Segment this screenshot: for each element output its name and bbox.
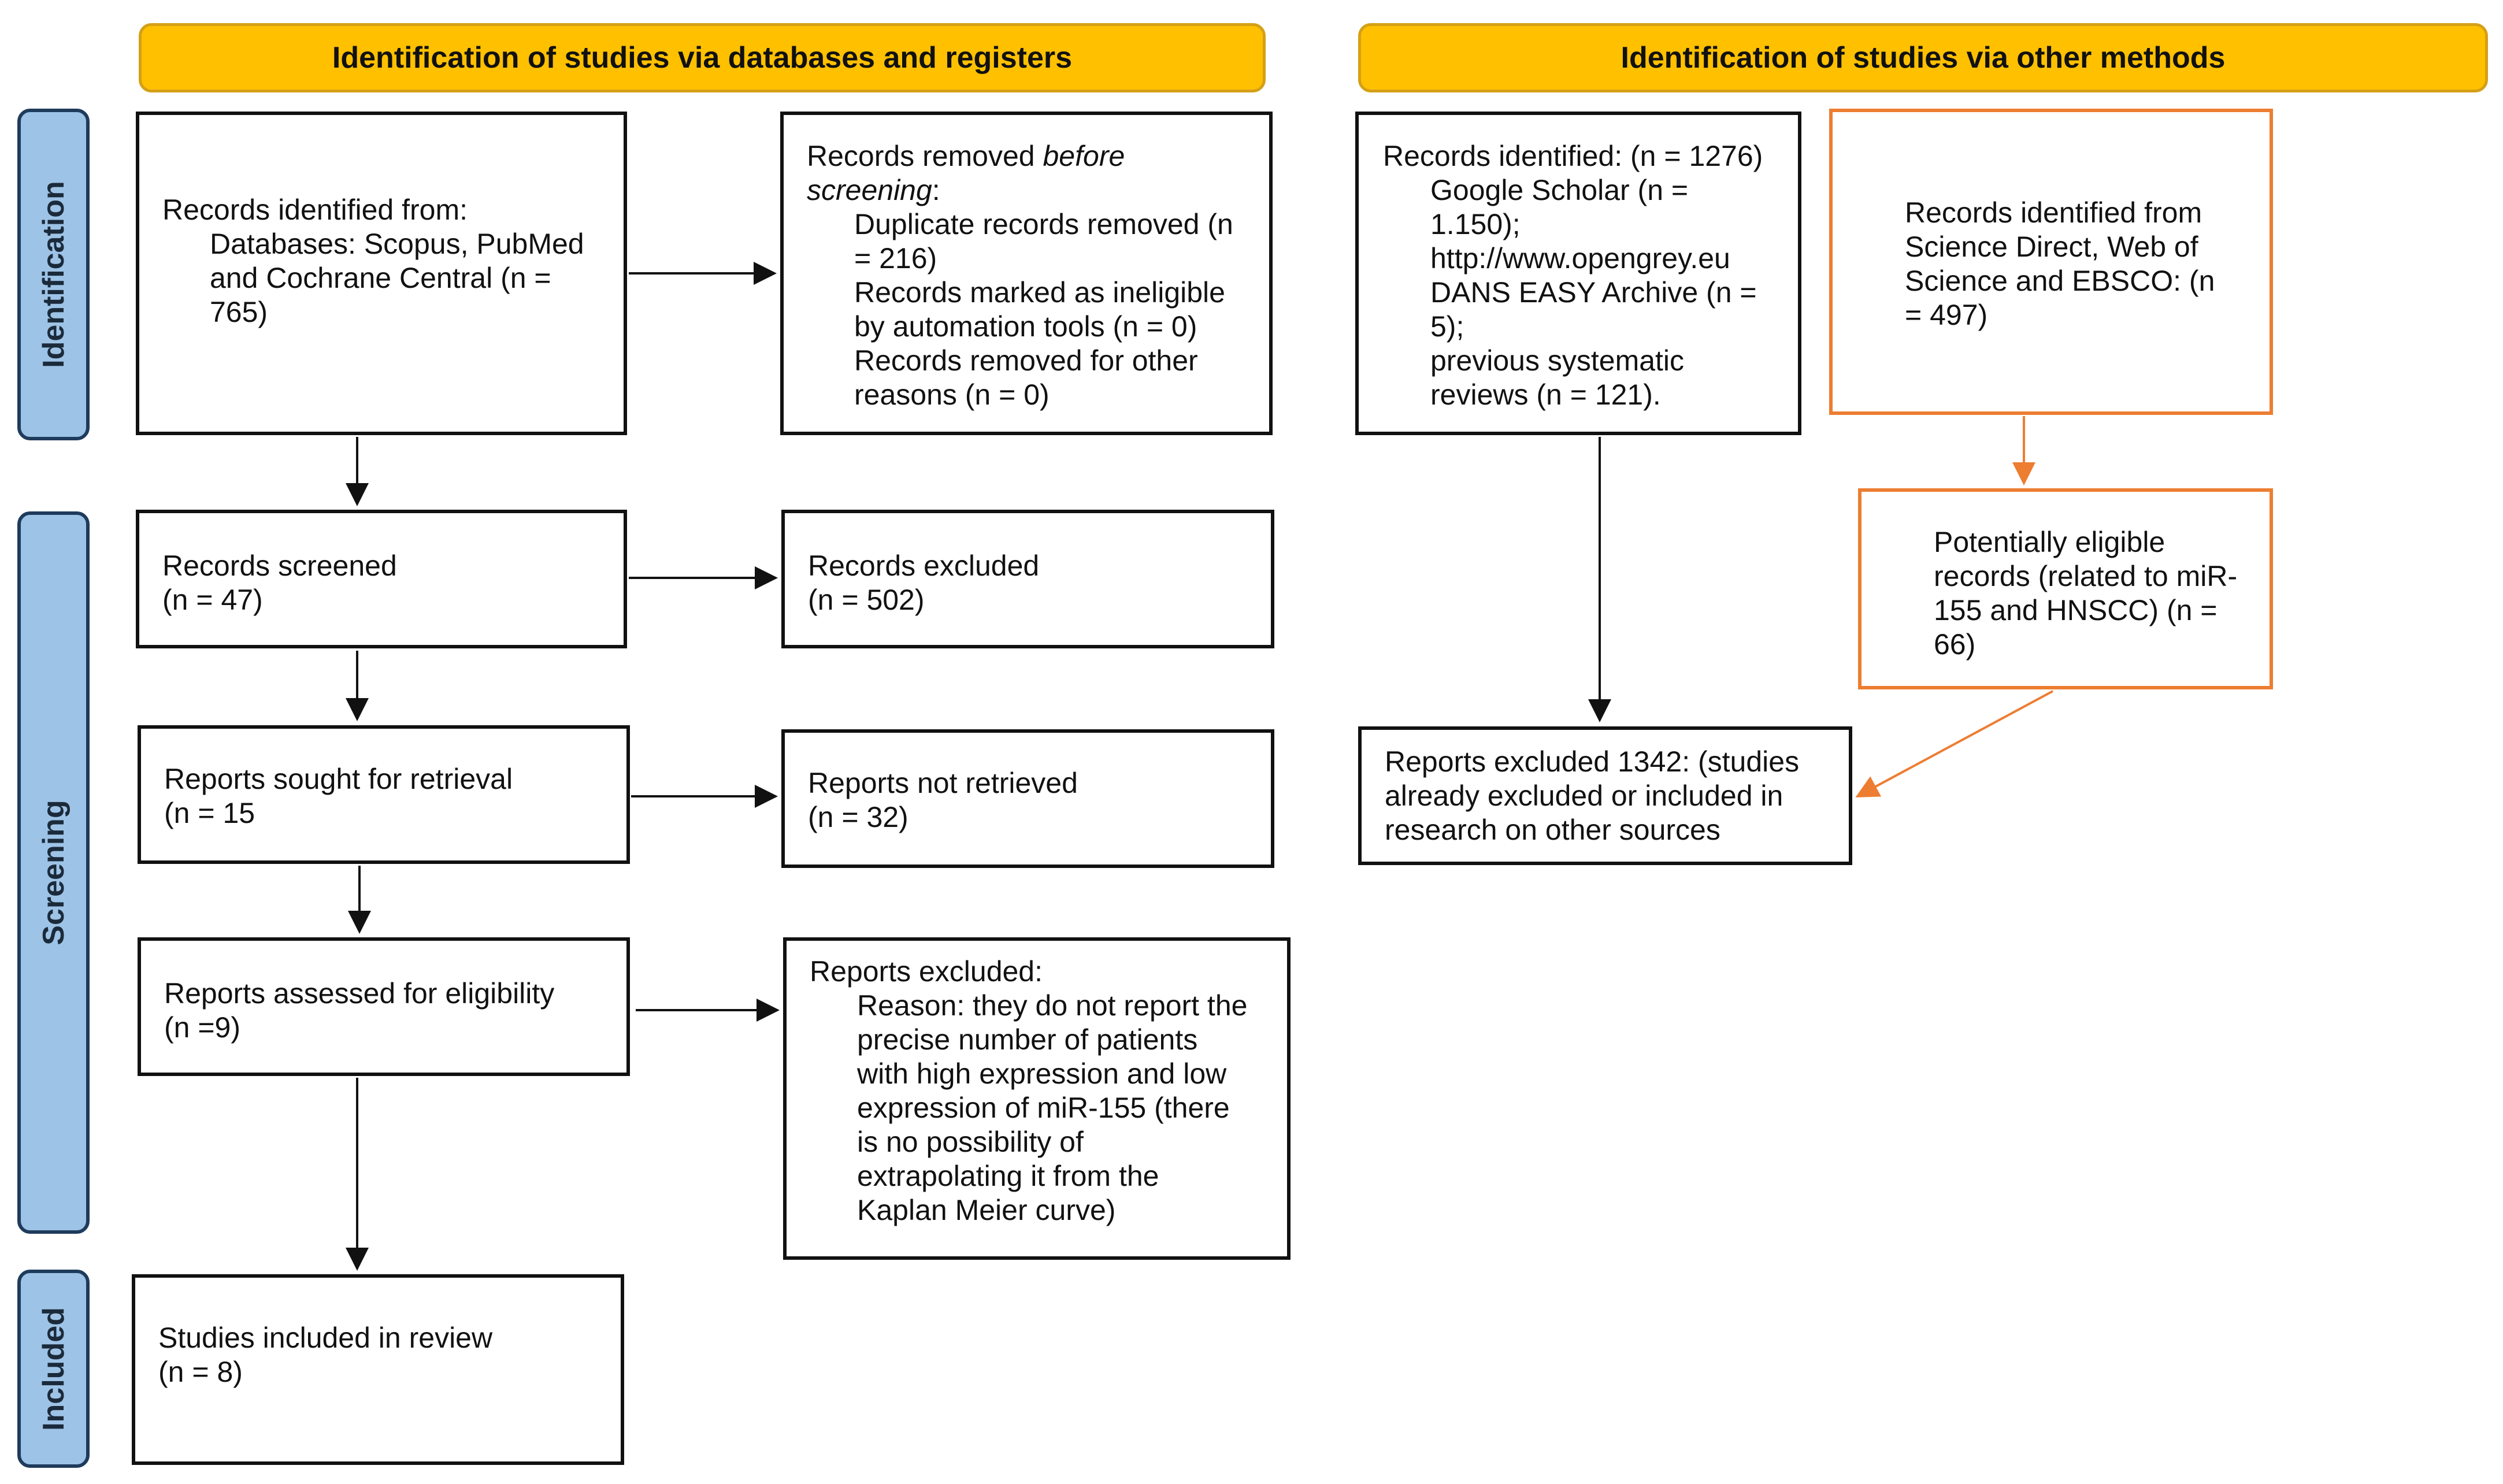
phase-screening: Screening [17, 511, 90, 1234]
header-databases-text: Identification of studies via databases … [332, 41, 1073, 75]
header-other-methods: Identification of studies via other meth… [1358, 23, 2488, 92]
records-removed-line: reasons (n = 0) [854, 379, 1050, 411]
records-identified-line: 765) [210, 296, 268, 328]
other-records-identified-line: DANS EASY Archive (n = [1430, 276, 1757, 309]
studies-included-label: Studies included in review [158, 1322, 493, 1354]
records-identified-box: Records identified from: Databases: Scop… [136, 112, 627, 435]
records-screened-label: Records screened [162, 550, 397, 582]
records-removed-line: Records marked as ineligible [854, 276, 1225, 309]
other-records-identified-title: Records identified: (n = 1276) [1383, 140, 1763, 172]
records-screened-box: Records screened (n = 47) [136, 510, 627, 648]
reports-not-retrieved-box: Reports not retrieved (n = 32) [781, 729, 1274, 868]
records-removed-line: Duplicate records removed (n [854, 208, 1233, 240]
reports-excluded-line: expression of miR-155 (there [857, 1092, 1230, 1124]
other-records-identified-line: reviews (n = 121). [1430, 379, 1661, 411]
other-records-identified-box: Records identified: (n = 1276) Google Sc… [1355, 112, 1801, 435]
reports-assessed-count: (n =9) [164, 1011, 241, 1044]
records-removed-title-emph: screening [807, 174, 932, 206]
header-other-text: Identification of studies via other meth… [1621, 41, 2226, 75]
phase-identification: Identification [17, 109, 90, 440]
arrow-eligible-to-excluded [1855, 690, 2053, 797]
reports-sought-count: (n = 15 [164, 797, 255, 829]
other-sources-records-line: = 497) [1905, 299, 1988, 331]
other-sources-records-line: Science and EBSCO: (n [1905, 265, 2215, 297]
reports-excluded-line: is no possibility of [857, 1126, 1084, 1158]
phase-included: Included [17, 1270, 90, 1468]
other-reports-excluded-line: Reports excluded 1342: (studies [1385, 745, 1800, 778]
records-removed-box: Records removed before screening: Duplic… [780, 112, 1273, 435]
records-identified-line: and Cochrane Central (n = [210, 262, 551, 294]
records-excluded-label: Records excluded [808, 550, 1040, 582]
reports-assessed-box: Reports assessed for eligibility (n =9) [138, 937, 630, 1076]
studies-included-box: Studies included in review (n = 8) [132, 1274, 624, 1465]
reports-not-retrieved-label: Reports not retrieved [808, 767, 1078, 799]
records-removed-line: by automation tools (n = 0) [854, 310, 1197, 343]
other-sources-records-box: Records identified from Science Direct, … [1829, 109, 2273, 415]
reports-excluded-title: Reports excluded: [810, 955, 1043, 988]
reports-sought-label: Reports sought for retrieval [164, 763, 513, 795]
studies-included-count: (n = 8) [158, 1356, 243, 1388]
other-records-identified-line: Google Scholar (n = [1430, 174, 1689, 206]
records-removed-title-colon: : [932, 174, 940, 206]
reports-excluded-line: extrapolating it from the [857, 1160, 1159, 1192]
potentially-eligible-box: Potentially eligible records (related to… [1858, 488, 2273, 689]
other-sources-records-line: Records identified from [1905, 196, 2202, 229]
reports-excluded-line: with high expression and low [857, 1058, 1227, 1090]
records-screened-count: (n = 47) [162, 584, 263, 616]
records-identified-title: Records identified from: [162, 194, 468, 226]
other-reports-excluded-line: research on other sources [1385, 814, 1720, 846]
other-reports-excluded-line: already excluded or included in [1385, 780, 1783, 812]
other-records-identified-line: http://www.opengrey.eu [1430, 242, 1730, 274]
other-records-identified-line: 5); [1430, 310, 1464, 343]
potentially-eligible-line: 155 and HNSCC) (n = [1934, 594, 2218, 626]
reports-excluded-line: Kaplan Meier curve) [857, 1194, 1116, 1226]
reports-assessed-label: Reports assessed for eligibility [164, 977, 555, 1010]
records-excluded-count: (n = 502) [808, 584, 925, 616]
records-removed-title-prefix: Records removed [807, 140, 1043, 172]
records-excluded-box: Records excluded (n = 502) [781, 510, 1274, 648]
records-removed-title-line2: screening: [807, 173, 1252, 207]
other-reports-excluded-box: Reports excluded 1342: (studies already … [1358, 726, 1852, 865]
reports-excluded-line: precise number of patients [857, 1023, 1198, 1056]
header-databases: Identification of studies via databases … [139, 23, 1266, 92]
potentially-eligible-line: Potentially eligible [1934, 526, 2165, 558]
reports-sought-box: Reports sought for retrieval (n = 15 [138, 725, 630, 864]
reports-excluded-box: Reports excluded: Reason: they do not re… [783, 937, 1291, 1260]
records-removed-title: Records removed before [807, 139, 1252, 173]
records-identified-line: Databases: Scopus, PubMed [210, 228, 584, 260]
reports-not-retrieved-count: (n = 32) [808, 801, 909, 833]
records-removed-line: Records removed for other [854, 344, 1198, 377]
records-removed-title-emph: before [1043, 140, 1125, 172]
other-sources-records-line: Science Direct, Web of [1905, 231, 2198, 263]
potentially-eligible-line: records (related to miR- [1934, 560, 2238, 592]
potentially-eligible-line: 66) [1934, 628, 1976, 661]
reports-excluded-line: Reason: they do not report the [857, 989, 1248, 1022]
other-records-identified-line: previous systematic [1430, 344, 1685, 377]
other-records-identified-line: 1.150); [1430, 208, 1521, 240]
records-removed-line: = 216) [854, 242, 937, 274]
